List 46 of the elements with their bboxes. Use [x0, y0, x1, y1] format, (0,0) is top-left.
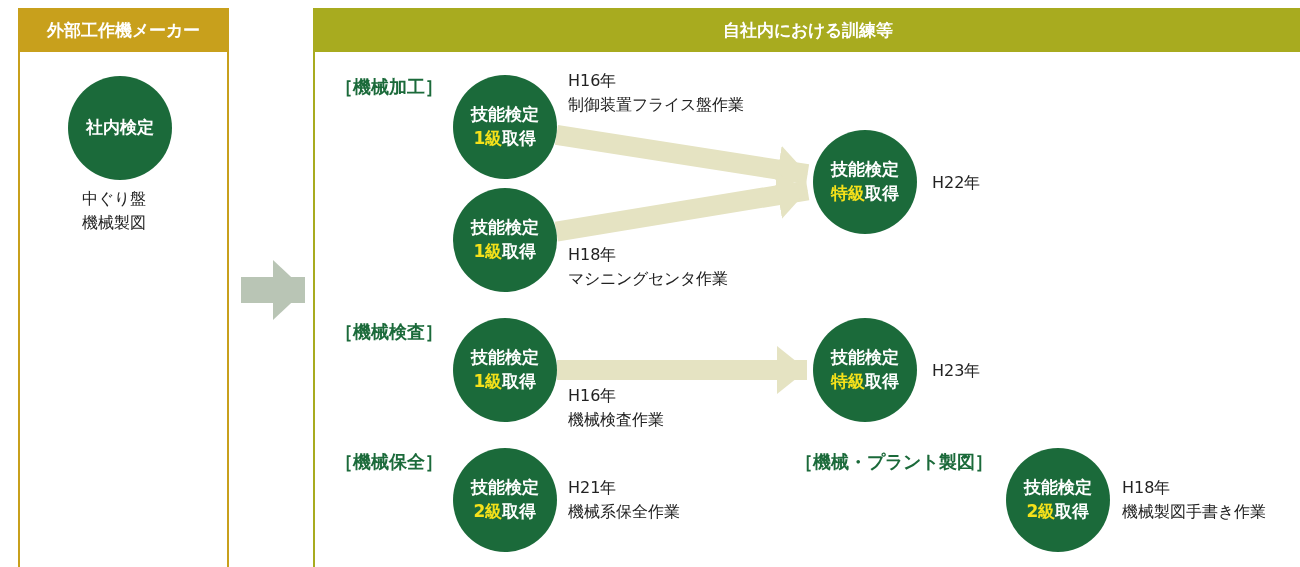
beside-text: H16年: [568, 70, 617, 92]
beside-text: マシニングセンタ作業: [568, 268, 728, 290]
header-band: 外部工作機メーカー: [18, 8, 229, 52]
category-label: ［機械・プラント製図］: [795, 450, 993, 474]
circle-text: 取得: [865, 370, 899, 393]
beside-text: 制御装置フライス盤作業: [568, 94, 744, 116]
circle-text: 取得: [502, 127, 537, 150]
category-label: ［機械検査］: [335, 320, 443, 344]
circle-text: 技能検定: [471, 346, 539, 370]
header-band: 自社内における訓練等: [313, 8, 1300, 52]
beside-text: H18年: [568, 244, 617, 266]
beside-text: 機械系保全作業: [568, 501, 680, 523]
beside-text: H18年: [1122, 477, 1171, 499]
beside-text: 中ぐり盤: [82, 188, 146, 210]
beside-text: 機械検査作業: [568, 409, 664, 431]
panel: [313, 8, 1300, 567]
grade-text: 1級: [473, 127, 503, 150]
circle-text: 取得: [865, 182, 899, 205]
beside-text: H16年: [568, 385, 617, 407]
grade-text: 2級: [1026, 500, 1056, 523]
grade-text: 特級: [831, 370, 865, 393]
circle-text: 取得: [502, 500, 537, 523]
circle-text: 社内検定: [86, 116, 154, 140]
grade-text: 1級: [473, 370, 503, 393]
category-label: ［機械保全］: [335, 450, 443, 474]
arrow: [241, 260, 305, 320]
circle-text: 取得: [1055, 500, 1090, 523]
beside-text: H21年: [568, 477, 617, 499]
circle-text: 技能検定: [831, 346, 899, 370]
circle-text: 技能検定: [1024, 476, 1092, 500]
beside-text: H23年: [932, 360, 981, 382]
beside-text: 機械製図: [82, 212, 146, 234]
category-label: ［機械加工］: [335, 75, 443, 99]
arrow: [557, 346, 807, 394]
grade-text: 特級: [831, 182, 865, 205]
circle-text: 取得: [502, 240, 537, 263]
grade-text: 1級: [473, 240, 503, 263]
circle-text: 取得: [502, 370, 537, 393]
circle-text: 技能検定: [831, 158, 899, 182]
beside-text: H22年: [932, 172, 981, 194]
circle-text: 技能検定: [471, 103, 539, 127]
circle-text: 技能検定: [471, 216, 539, 240]
grade-text: 2級: [473, 500, 503, 523]
panel: [18, 8, 229, 567]
beside-text: 機械製図手書き作業: [1122, 501, 1266, 523]
circle-text: 技能検定: [471, 476, 539, 500]
